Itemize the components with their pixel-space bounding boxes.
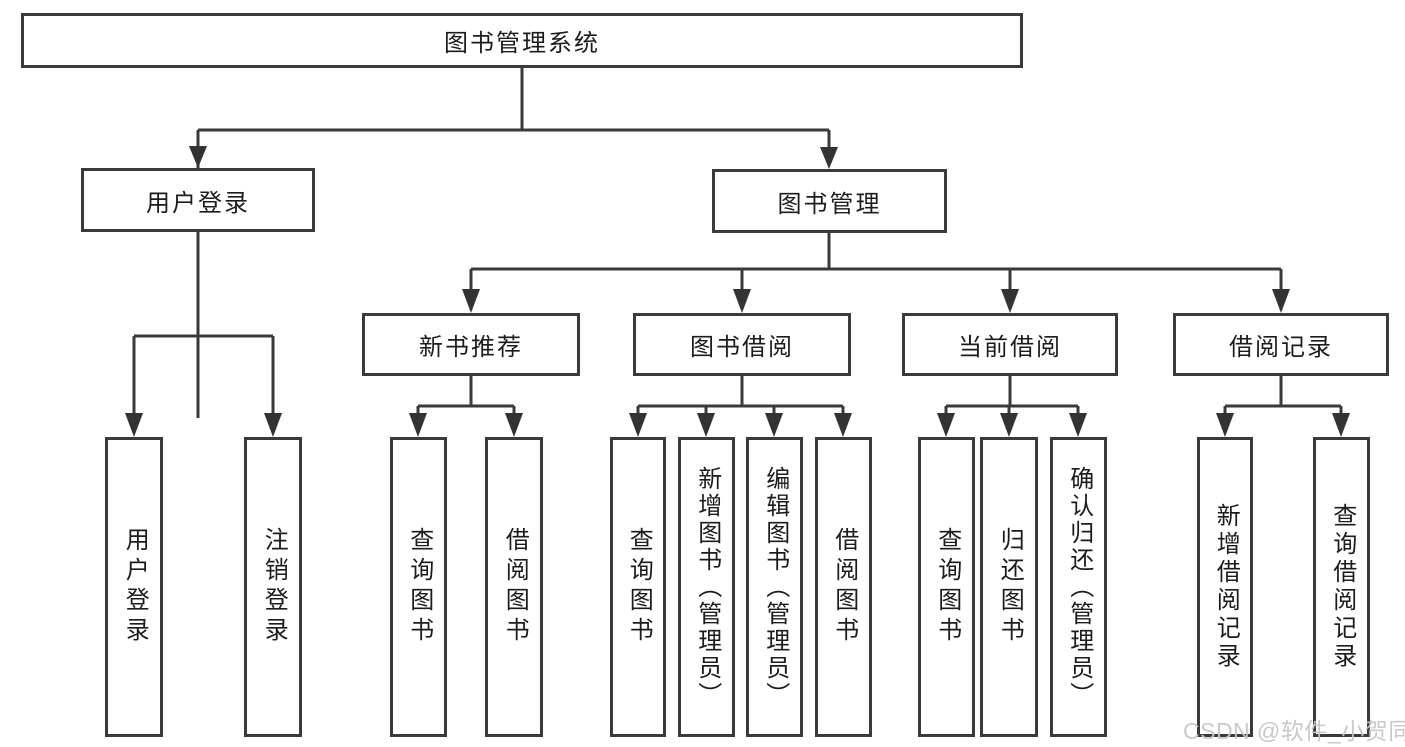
node-user-login: 用户登录 <box>81 168 315 232</box>
node-leaf-bw-add: 新增图书（管理员） <box>678 437 735 737</box>
node-leaf-rec-query: 查询借阅记录 <box>1313 437 1370 737</box>
node-leaf-user-login: 用户登录 <box>105 437 163 737</box>
node-leaf-nb-borrow-label: 借阅图书 <box>501 527 529 647</box>
node-leaf-bw-edit-label: 编辑图书（管理员） <box>761 465 789 709</box>
node-leaf-nb-query-label: 查询图书 <box>405 527 433 647</box>
node-current-label: 当前借阅 <box>958 334 1062 361</box>
node-leaf-user-login-label: 用户登录 <box>121 527 149 647</box>
arrowhead <box>1069 413 1087 437</box>
node-user-login-label: 用户登录 <box>146 189 250 217</box>
arrowhead <box>733 289 751 313</box>
node-root: 图书管理系统 <box>21 13 1023 68</box>
arrowhead <box>820 147 838 169</box>
connector-newbook-branch <box>416 376 516 419</box>
node-current: 当前借阅 <box>902 313 1118 376</box>
connector-userlogin-branch <box>132 232 275 419</box>
node-leaf-bw-query: 查询图书 <box>610 437 666 737</box>
arrowhead <box>1332 413 1350 437</box>
arrowhead <box>765 413 783 437</box>
arrowhead <box>409 413 427 437</box>
node-leaf-cur-query-label: 查询图书 <box>933 527 961 647</box>
arrowhead <box>462 289 480 313</box>
arrowhead <box>1001 289 1019 313</box>
node-leaf-bw-query-label: 查询图书 <box>625 527 653 647</box>
arrowhead <box>1272 289 1290 313</box>
node-leaf-rec-add-label: 新增借阅记录 <box>1212 503 1240 671</box>
arrowhead <box>189 146 207 168</box>
arrowhead <box>505 413 523 437</box>
arrowhead <box>697 413 715 437</box>
node-leaf-nb-query: 查询图书 <box>390 437 447 737</box>
node-leaf-bw-borrow: 借阅图书 <box>815 437 872 737</box>
node-leaf-cur-return: 归还图书 <box>980 437 1038 737</box>
node-leaf-cur-confirm-label: 确认归还（管理员） <box>1065 465 1093 709</box>
arrowhead <box>264 413 282 437</box>
arrowheads <box>125 146 1350 437</box>
arrowhead <box>834 413 852 437</box>
arrowhead <box>1000 413 1018 437</box>
node-leaf-cur-confirm: 确认归还（管理员） <box>1050 437 1107 737</box>
arrowhead <box>937 413 955 437</box>
arrowhead <box>1216 413 1234 437</box>
node-root-label: 图书管理系统 <box>444 30 600 57</box>
node-leaf-bw-add-label: 新增图书（管理员） <box>693 465 721 709</box>
node-leaf-cur-query: 查询图书 <box>918 437 975 737</box>
connector-records-branch <box>1223 376 1343 419</box>
arrowhead <box>629 413 647 437</box>
connector-borrow-branch <box>636 376 845 419</box>
node-leaf-rec-add: 新增借阅记录 <box>1197 437 1253 737</box>
node-leaf-rec-query-label: 查询借阅记录 <box>1328 503 1356 671</box>
node-leaf-bw-borrow-label: 借阅图书 <box>830 527 858 647</box>
node-book-mgmt-label: 图书管理 <box>777 190 882 218</box>
node-book-mgmt: 图书管理 <box>712 169 947 233</box>
node-records: 借阅记录 <box>1173 313 1389 376</box>
node-new-book-label: 新书推荐 <box>419 334 523 361</box>
node-leaf-nb-borrow: 借阅图书 <box>485 437 543 737</box>
node-leaf-logout: 注销登录 <box>244 437 302 737</box>
node-leaf-logout-label: 注销登录 <box>260 527 288 647</box>
connector-current-branch <box>944 376 1080 419</box>
node-records-label: 借阅记录 <box>1229 334 1333 361</box>
node-leaf-cur-return-label: 归还图书 <box>996 527 1024 647</box>
connector-bookmgmt-branch <box>469 233 1283 295</box>
arrowhead <box>125 413 143 437</box>
node-new-book: 新书推荐 <box>362 313 580 376</box>
watermark: CSDN @软件_小贺同学 <box>1183 718 1405 744</box>
node-leaf-bw-edit: 编辑图书（管理员） <box>746 437 803 737</box>
connector-root-branch <box>196 68 831 418</box>
node-borrow: 图书借阅 <box>633 313 851 376</box>
node-borrow-label: 图书借阅 <box>690 334 794 361</box>
